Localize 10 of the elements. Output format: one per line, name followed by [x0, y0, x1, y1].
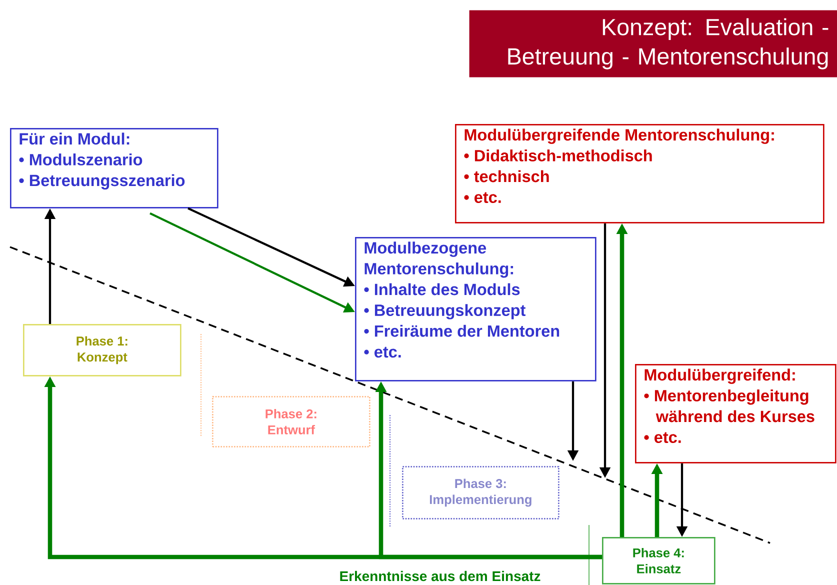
phase-box: Phase 2: Entwurf: [212, 396, 370, 448]
phase-box: Phase 3: Implementierung: [402, 466, 560, 520]
support-box: Modulübergreifend: • Mentorenbegleitung während des Kurses • etc.: [635, 364, 836, 464]
training-box: Modulbezogene Mentorenschulung: • Inhalte des Moduls • Betreuungskonzept • Freiräume der Mentoren • etc.: [355, 237, 596, 382]
phase-box: Phase 1: Konzept: [23, 324, 182, 376]
phase-box: Phase 4: Einsatz: [602, 537, 716, 584]
training-box: Modulübergreifende Mentorenschulung: • Didaktisch-methodisch • technisch • etc.: [455, 124, 824, 224]
title-banner: Konzept: Evaluation - Betreuung - Mentorenschulung: [469, 10, 837, 78]
module-box: Für ein Modul: • Modulszenario • Betreuungsszenario: [10, 128, 218, 208]
edge-label: Erkenntnisse aus dem Einsatz: [338, 570, 542, 582]
